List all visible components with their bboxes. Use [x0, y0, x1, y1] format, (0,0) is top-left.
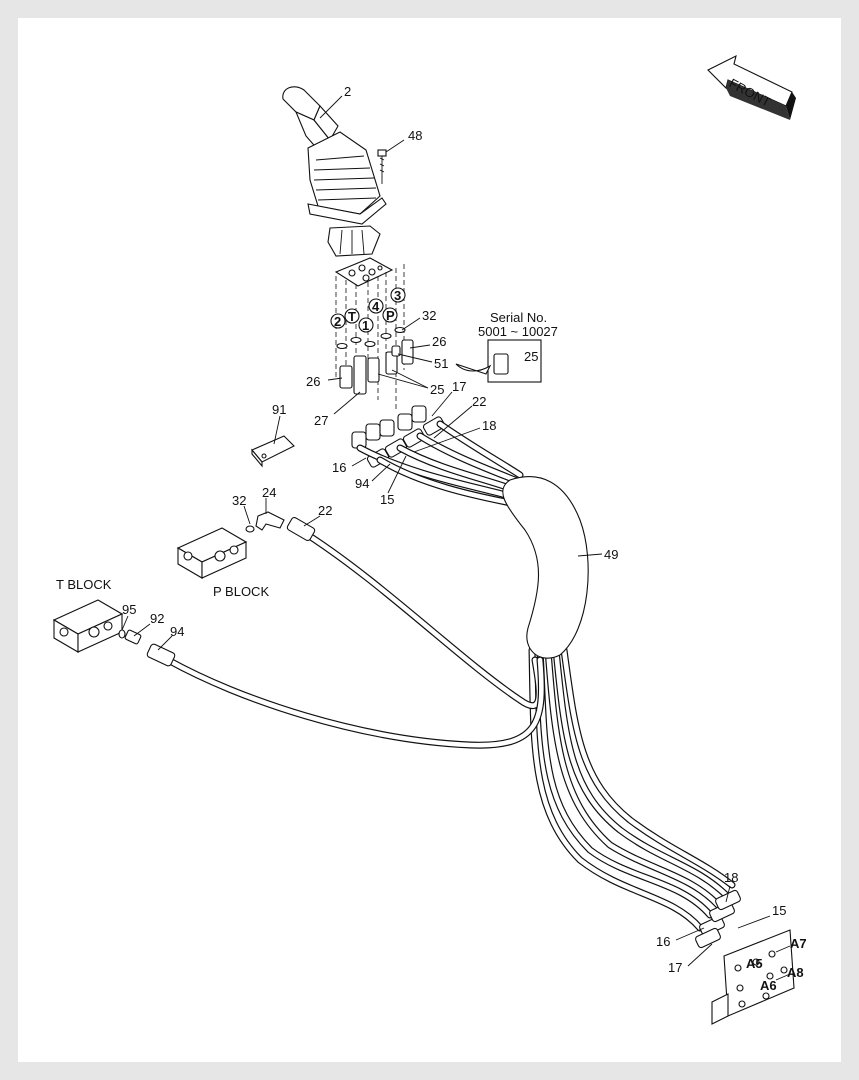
callout-15b: 15 [772, 903, 786, 918]
hose-22-long [286, 516, 543, 710]
port-T: T [348, 309, 356, 324]
fitting-92-95 [118, 629, 142, 645]
callout-26b: 26 [306, 374, 320, 389]
callout-27: 27 [314, 413, 328, 428]
serial-range: 5001 ~ 10027 [478, 324, 558, 339]
port-3: 3 [394, 288, 401, 303]
adapter-fittings [339, 339, 414, 395]
callout-16a: 16 [332, 460, 346, 475]
port-markers [330, 287, 406, 333]
serial-title: Serial No. [490, 310, 547, 325]
port-4: 4 [372, 299, 380, 314]
part-91-block [251, 435, 295, 468]
callout-22a: 22 [472, 394, 486, 409]
protective-sleeve [502, 476, 589, 659]
callout-15a: 15 [380, 492, 394, 507]
port-P: P [386, 308, 395, 323]
bolt-48 [377, 149, 387, 184]
port-labels: 2 T 1 4 P 3 A5 A6 A7 A8 [334, 288, 807, 993]
port-A7: A7 [790, 936, 807, 951]
callout-18b: 18 [724, 870, 738, 885]
port-A5: A5 [746, 956, 763, 971]
elbow-fitting-24 [245, 511, 285, 533]
t-block-label: T BLOCK [56, 577, 112, 592]
callout-32b: 32 [232, 493, 246, 508]
port-2: 2 [334, 314, 341, 329]
callout-17a: 17 [452, 379, 466, 394]
pilot-valve-plate [334, 257, 394, 287]
callout-26a: 26 [432, 334, 446, 349]
callout-25-inset: 25 [524, 349, 538, 364]
part-callouts: 2 48 32 26 51 25 25 26 27 17 22 18 16 94… [122, 84, 786, 975]
callout-94b: 94 [170, 624, 184, 639]
callout-94a: 94 [355, 476, 369, 491]
o-rings-32 [336, 326, 406, 350]
callout-18a: 18 [482, 418, 496, 433]
callout-32a: 32 [422, 308, 436, 323]
port-A6: A6 [760, 978, 777, 993]
front-arrow: FRONT [707, 54, 796, 120]
bracket-hose-ends [695, 889, 741, 949]
port-1: 1 [362, 318, 369, 333]
drawing-sheet [18, 18, 841, 1062]
callout-17b: 17 [668, 960, 682, 975]
callout-2: 2 [344, 84, 351, 99]
callout-51: 51 [434, 356, 448, 371]
hose-94-long [146, 643, 545, 749]
hose-ends-cluster [351, 405, 446, 468]
callout-48: 48 [408, 128, 422, 143]
t-block [52, 599, 124, 653]
callout-24: 24 [262, 485, 276, 500]
callout-16b: 16 [656, 934, 670, 949]
mounting-bracket [711, 929, 795, 1025]
p-block-label: P BLOCK [213, 584, 269, 599]
joystick-lever [282, 86, 387, 257]
p-block [176, 527, 248, 579]
serial-inset: Serial No. 5001 ~ 10027 [455, 310, 558, 383]
callout-92: 92 [150, 611, 164, 626]
leader-lines [121, 95, 791, 981]
port-A8: A8 [787, 965, 804, 980]
callout-95: 95 [122, 602, 136, 617]
callout-49: 49 [604, 547, 618, 562]
callout-25: 25 [430, 382, 444, 397]
callout-91: 91 [272, 402, 286, 417]
callout-22b: 22 [318, 503, 332, 518]
